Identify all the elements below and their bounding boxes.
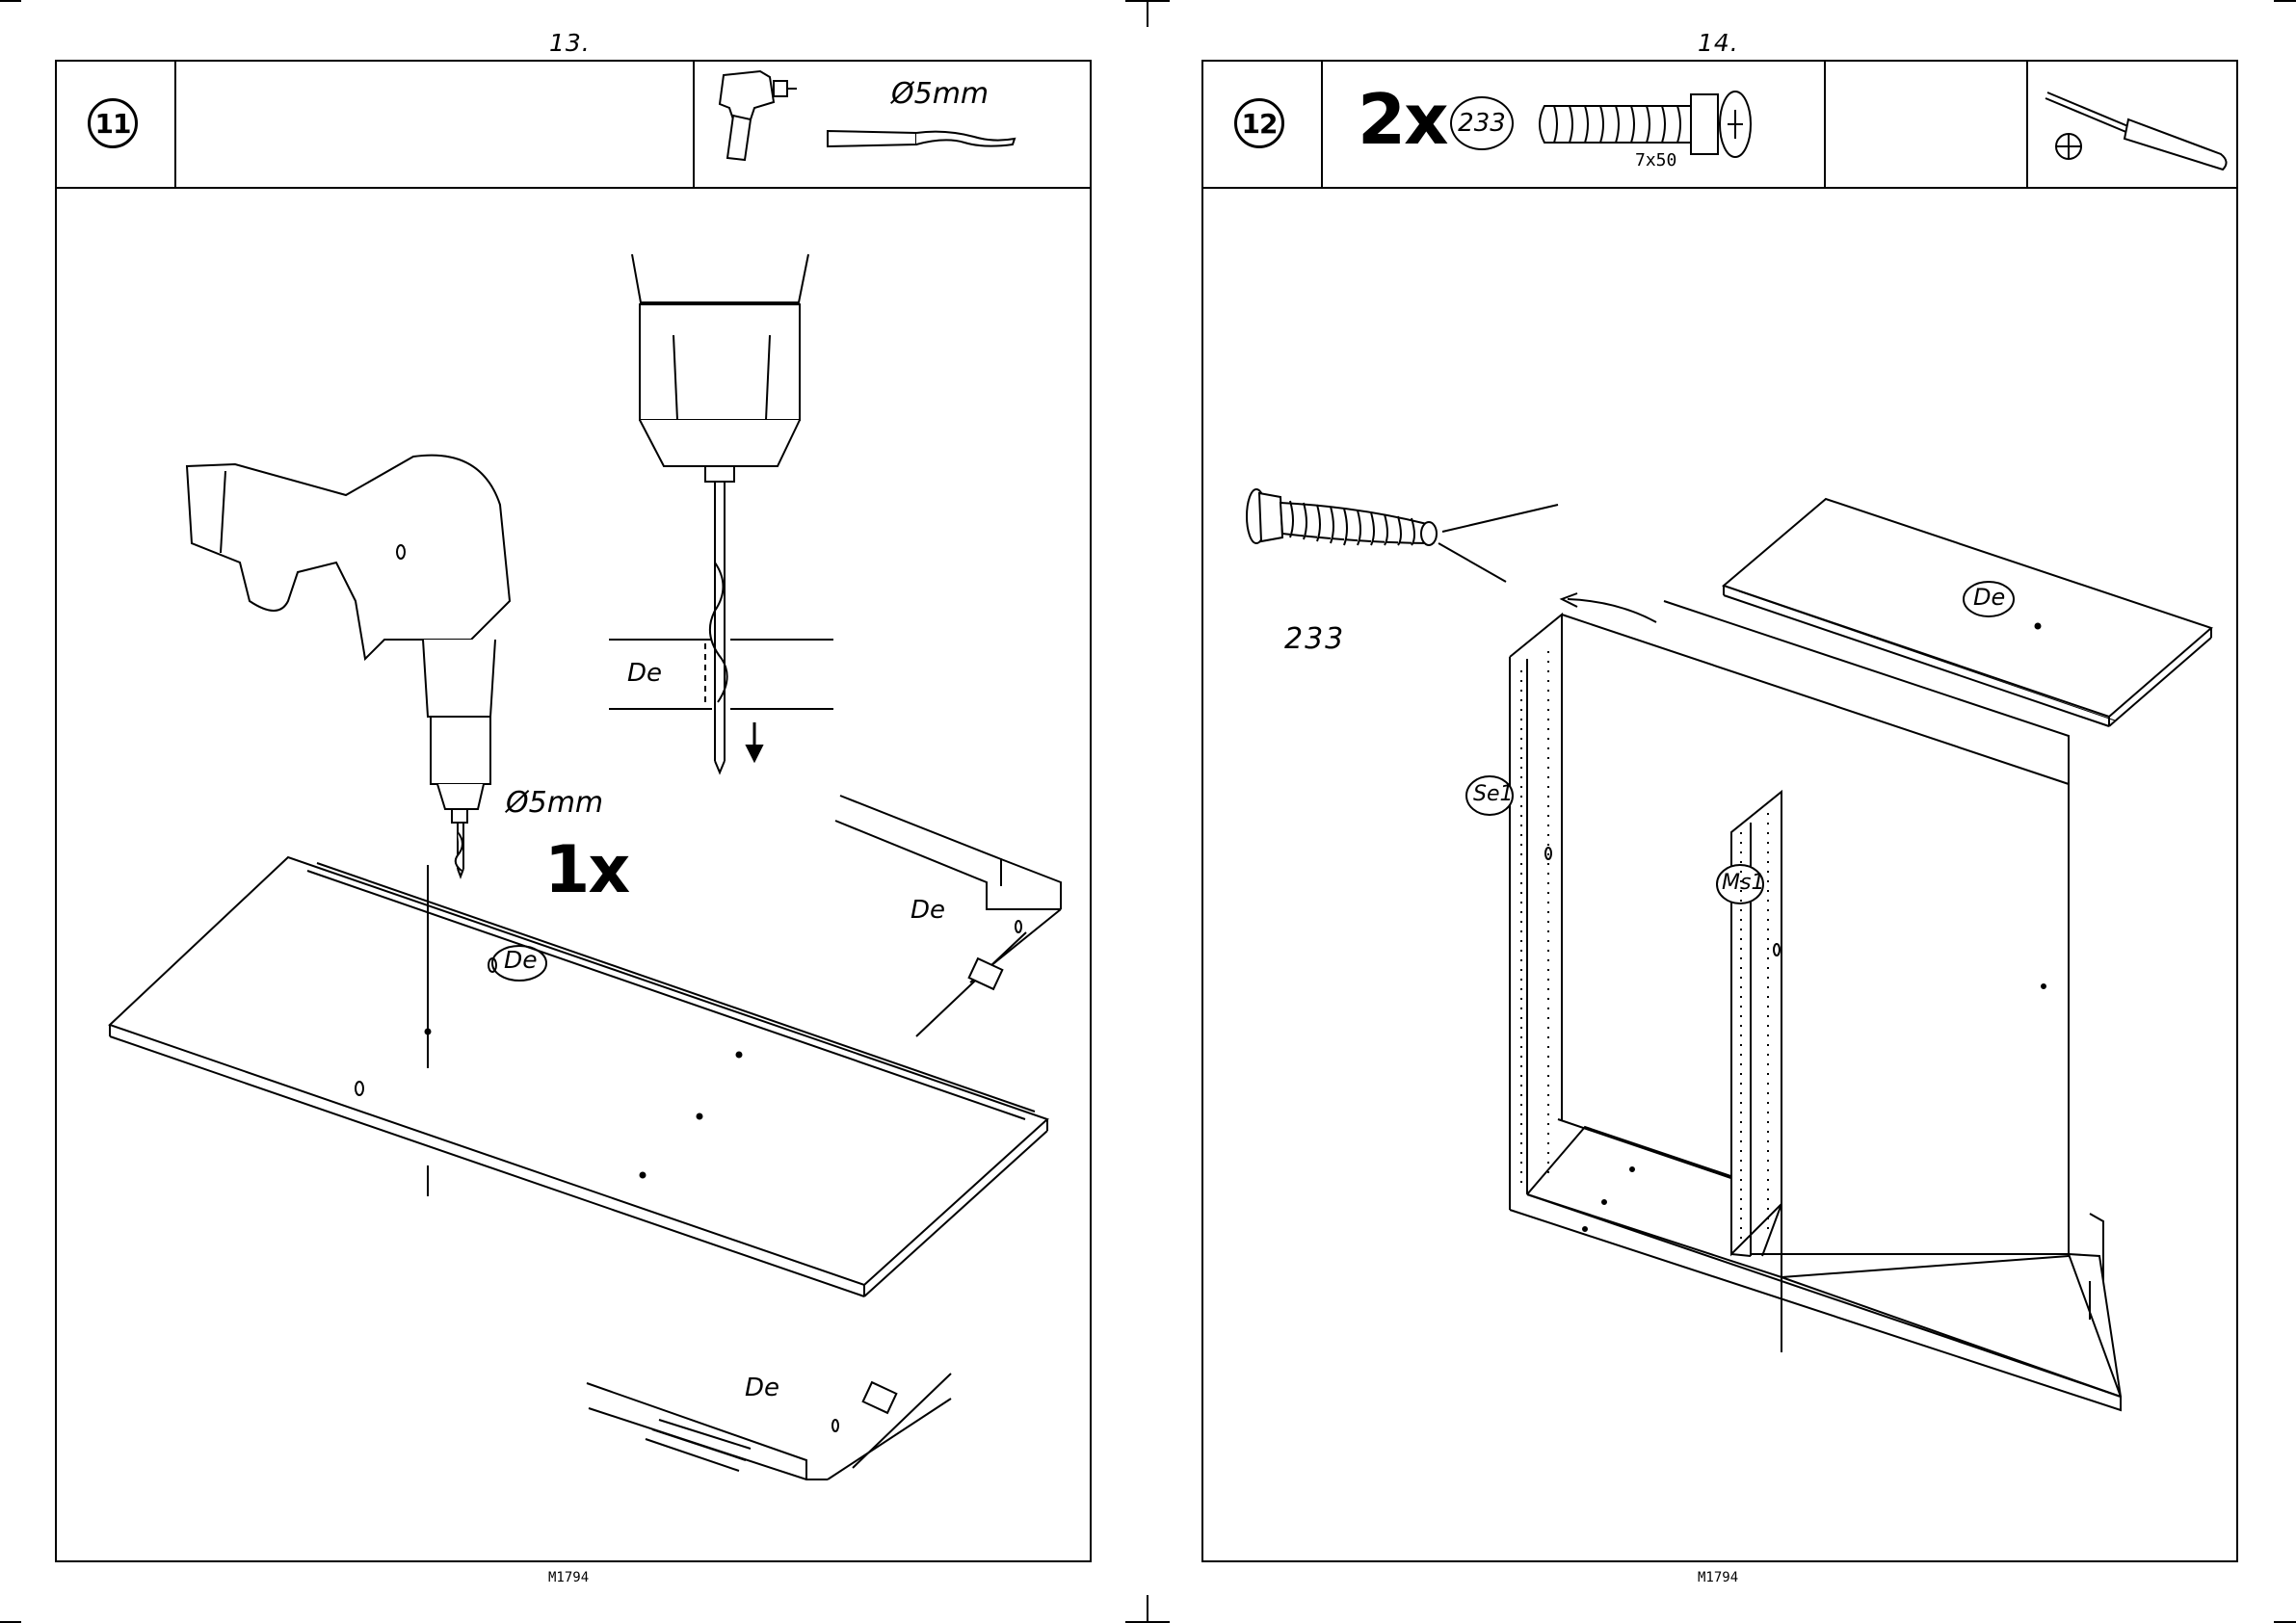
step-frame: 12 2x 233 7x50 bbox=[1201, 60, 2238, 1562]
middle-panel-label: Ms1 bbox=[1722, 871, 1764, 895]
page-13: 13. 11 bbox=[0, 0, 1147, 1623]
page-number: 13. bbox=[549, 29, 591, 57]
page-footer: M1794 bbox=[548, 1570, 589, 1585]
screw-label: 233 bbox=[1284, 622, 1345, 656]
page-number: 14. bbox=[1698, 29, 1739, 57]
top-panel-label: De bbox=[1973, 584, 2005, 611]
drill-main bbox=[187, 456, 510, 877]
panel-de bbox=[110, 857, 1047, 1296]
detail-top-label: De bbox=[910, 896, 945, 925]
section-label: De bbox=[627, 659, 662, 688]
page-footer: M1794 bbox=[1698, 1570, 1738, 1585]
panel-label: De bbox=[504, 946, 538, 974]
screw-233 bbox=[1247, 489, 1437, 545]
drill-closeup bbox=[632, 254, 808, 772]
page-14: 14. 12 2x 233 7x50 bbox=[1148, 0, 2296, 1623]
step-frame: 11 Ø5mm bbox=[55, 60, 1092, 1562]
assembly-illustration bbox=[1203, 62, 2240, 1564]
bit-size-label: Ø5mm bbox=[506, 786, 603, 820]
detail-top bbox=[835, 796, 1061, 1036]
detail-bottom-label: De bbox=[745, 1374, 779, 1402]
side-panel-label: Se1 bbox=[1473, 782, 1514, 806]
quantity-label: 1x bbox=[544, 832, 628, 908]
carcass bbox=[1466, 601, 2121, 1410]
